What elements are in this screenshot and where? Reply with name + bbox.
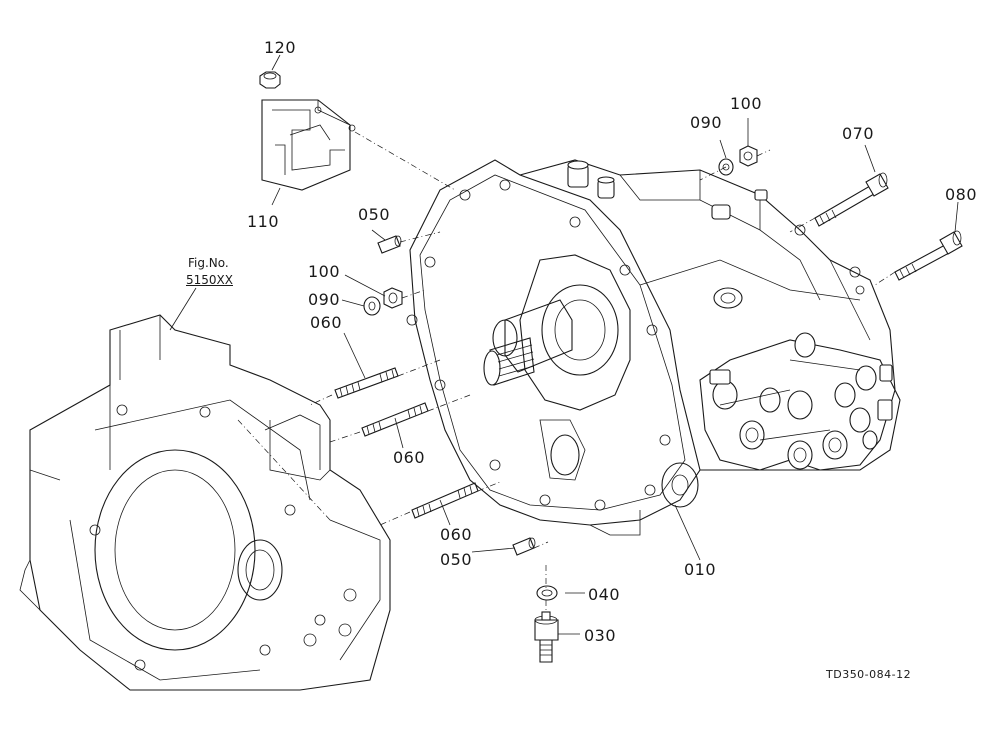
callout-070: 070 [842,124,875,143]
callout-060-mid: 060 [393,448,426,467]
bolt-070 [814,172,889,227]
callout-040: 040 [588,585,621,604]
callout-100-left: 100 [308,262,341,281]
dowel-pin-050-low [512,537,536,556]
bolt-080 [894,230,963,281]
callout-100-right: 100 [730,94,763,113]
dowel-pin-050-top [377,235,402,254]
stud-060-top [334,367,399,399]
transmission-case [406,159,901,536]
washer-090-left [363,296,381,316]
washer-090-right [718,158,734,176]
leader-lines [169,54,959,635]
callout-030: 030 [584,626,617,645]
nut-100-left [383,287,403,309]
drain-plug-030 [534,611,559,663]
fig-ref-label: Fig.No. [188,256,229,270]
callout-090-left: 090 [308,290,341,309]
assembly-lines [237,131,896,612]
cover-bracket [261,99,356,191]
callout-060-low: 060 [440,525,473,544]
callout-090-right: 090 [690,113,723,132]
washer-040 [536,585,558,601]
callout-050-top: 050 [358,205,391,224]
callout-110: 110 [247,212,280,231]
callout-080: 080 [945,185,978,204]
nut-100-right [739,145,758,167]
drawing-code: TD350-084-12 [826,668,912,681]
callout-010: 010 [684,560,717,579]
fig-ref-number: 5150XX [186,273,233,287]
nut-120 [259,71,281,89]
callout-050-low: 050 [440,550,473,569]
callout-060-top: 060 [310,313,343,332]
callout-120: 120 [264,38,297,57]
flywheel-housing [19,314,391,691]
